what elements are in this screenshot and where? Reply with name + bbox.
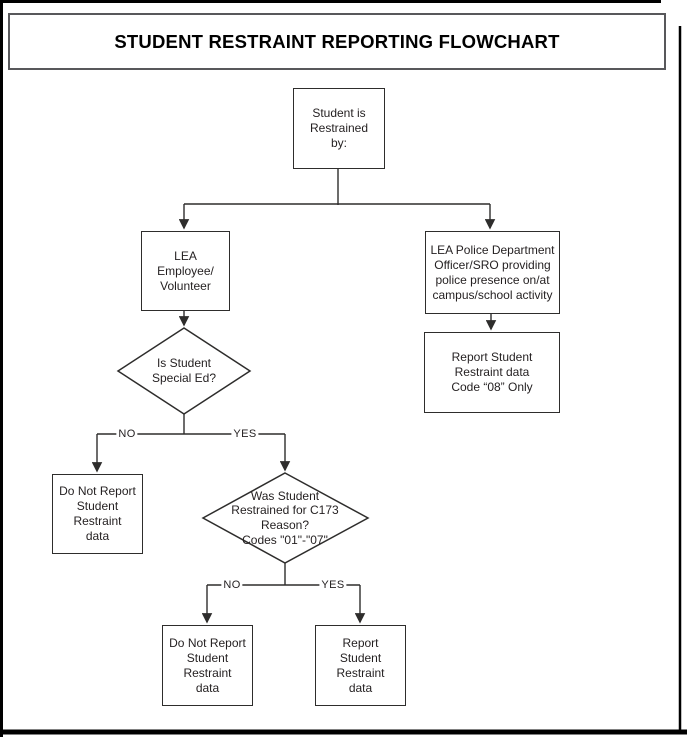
decision-diamond-c173 [201,472,370,564]
branch-label-yes-1: YES [231,428,259,440]
start-node: Student is Restrained by: [293,88,385,169]
do-not-report-node-a: Do Not Report Student Restraint data [52,474,143,554]
page-title: STUDENT RESTRAINT REPORTING FLOWCHART [8,13,666,70]
branch-label-no-2: NO [221,579,243,591]
lea-police-node: LEA Police Department Officer/SRO provid… [425,231,560,314]
branch-label-no-1: NO [116,428,138,440]
branch-label-yes-2: YES [319,579,347,591]
c173-question-text: Was Student Restrained for C173 Reason? … [231,488,339,547]
report-final-node: Report Student Restraint data [315,625,406,706]
decision-diamond-special-ed [116,327,252,415]
report-code-08-node: Report Student Restraint data Code “08” … [424,332,560,413]
lea-employee-node: LEA Employee/ Volunteer [141,231,230,311]
special-ed-question-text: Is Student Special Ed? [151,356,217,385]
do-not-report-node-b: Do Not Report Student Restraint data [162,625,253,706]
